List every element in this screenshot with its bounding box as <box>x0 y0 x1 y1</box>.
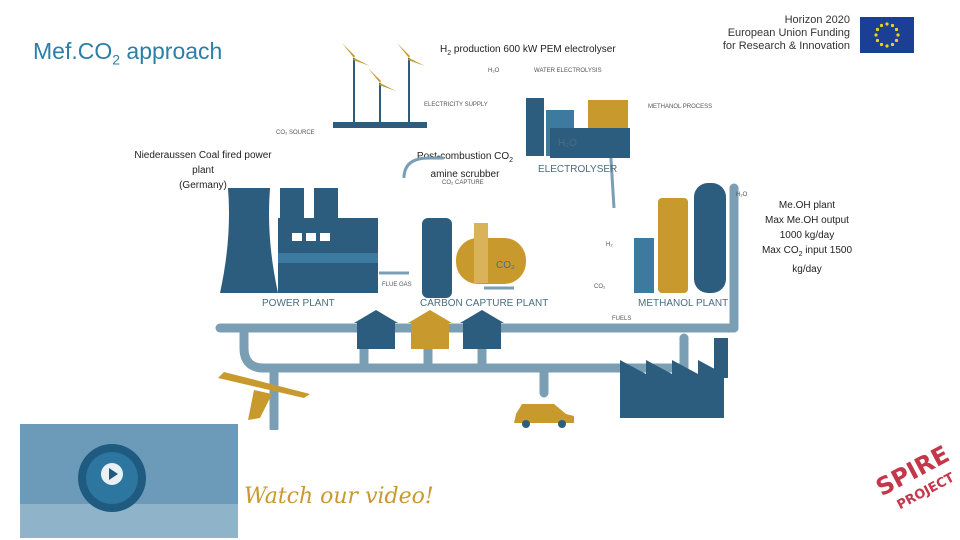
process-diagram: POWER PLANT CO₂ SOURCE CO₂ CARBON CAPTUR… <box>215 43 748 430</box>
fuels-caption: FUELS <box>612 316 631 322</box>
power-plant-building <box>220 188 378 293</box>
electrolyser-caption: ELECTROLYSER <box>538 164 617 175</box>
power-plant-caption: POWER PLANT <box>262 298 335 309</box>
eu-star-icon <box>885 44 889 48</box>
methanol-plant-caption: METHANOL PLANT <box>638 298 728 309</box>
power-plant-label: Niederaussen Coal fired power plant (Ger… <box>134 150 272 191</box>
eu-star-icon <box>879 42 884 47</box>
spire-project-logo: SPIRE PROJECT <box>871 440 956 513</box>
eu-star-icon <box>890 23 895 28</box>
co2-source-caption: CO₂ SOURCE <box>276 130 315 136</box>
eu-star-icon <box>879 23 884 28</box>
houses <box>354 310 504 349</box>
eu-star-icon <box>896 33 900 37</box>
h2-production-label: H2 production 600 kW PEM electrolyser <box>440 44 616 57</box>
video-thumbnail[interactable] <box>20 424 238 538</box>
h2o-output-caption: H₂O <box>736 192 748 198</box>
electricity-supply-caption: ELECTRICITY SUPPLY <box>424 102 488 108</box>
funding-line: European Union Funding <box>727 27 850 39</box>
eu-star-icon <box>885 22 889 26</box>
watch-video-link[interactable]: Watch our video! <box>244 484 434 509</box>
h2o-input-caption: H₂O <box>488 68 500 74</box>
eu-star-icon <box>875 27 880 32</box>
water-electrolysis-caption: WATER ELECTROLYSIS <box>534 68 602 74</box>
wind-turbines <box>333 58 427 128</box>
airplane-icon <box>218 372 310 420</box>
h2o-tank-label: H₂O <box>558 138 577 149</box>
carbon-capture-building <box>422 218 526 298</box>
eu-star-icon <box>894 38 899 43</box>
meoh-plant-label: Me.OH plant Max Me.OH output 1000 kg/day… <box>761 200 853 275</box>
flue-gas-caption: FLUE GAS <box>382 282 412 288</box>
co2-line-caption: CO₂ <box>594 284 606 290</box>
car-icon <box>514 404 574 428</box>
play-icon[interactable] <box>100 462 124 486</box>
eu-star-icon <box>874 33 878 37</box>
video-preview-graphic <box>20 424 238 538</box>
eu-star-icon <box>894 27 899 32</box>
h2-line-caption: H₂ <box>606 242 613 248</box>
post-combustion-label: Post-combustion CO2 amine scrubber <box>416 151 514 180</box>
turbine-blades <box>342 43 425 91</box>
co2-tank-label: CO₂ <box>496 260 515 271</box>
electrolyser-building <box>526 98 630 158</box>
funding-line: Horizon 2020 <box>784 14 850 26</box>
eu-star-icon <box>875 38 880 43</box>
carbon-capture-caption: CARBON CAPTURE PLANT <box>420 298 548 309</box>
methanol-process-caption: METHANOL PROCESS <box>648 104 712 110</box>
eu-flag-icon <box>860 17 914 53</box>
funding-line: for Research & Innovation <box>722 40 850 52</box>
funding-text: Horizon 2020 European Union Funding for … <box>700 14 850 53</box>
co2-capture-caption: CO₂ CAPTURE <box>442 180 484 186</box>
factory-icon <box>620 338 728 418</box>
eu-star-icon <box>890 42 895 47</box>
slide-title: Mef.CO2 approach <box>33 38 223 68</box>
methanol-plant-building <box>634 183 726 293</box>
